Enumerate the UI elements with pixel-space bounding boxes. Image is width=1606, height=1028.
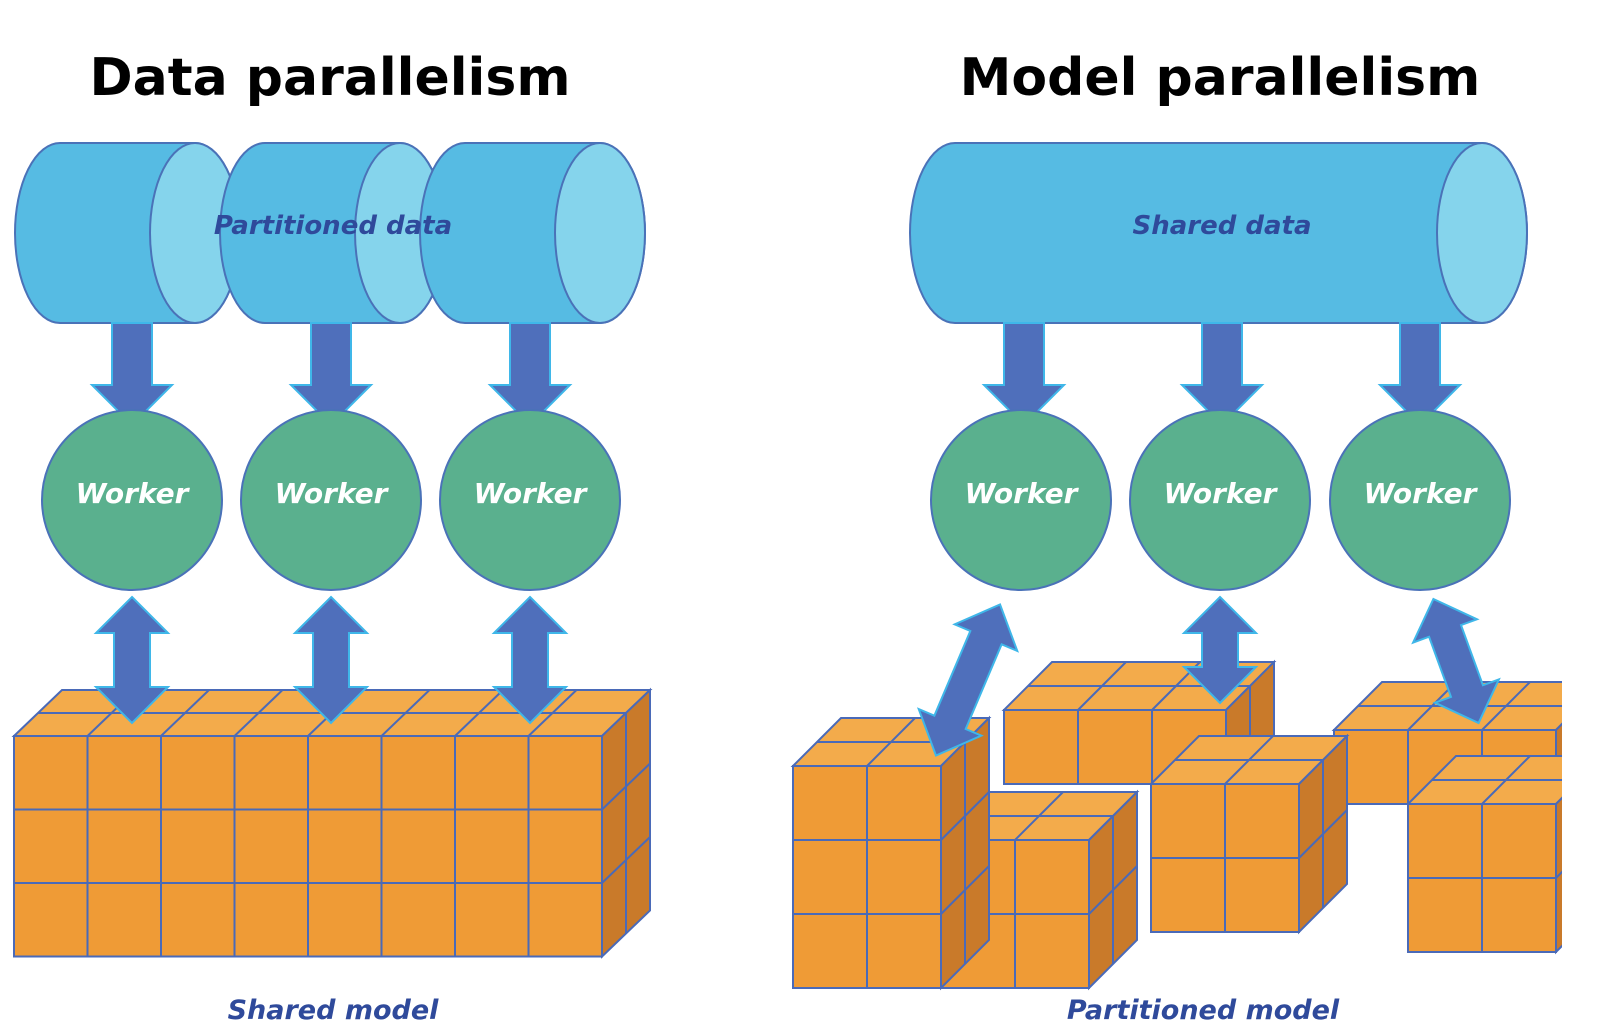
left-data-arrows (89, 322, 573, 427)
down-arrow (89, 322, 175, 427)
bidirectional-arrow (93, 595, 171, 725)
down-arrow (487, 322, 573, 427)
bidirectional-arrow (292, 595, 370, 725)
right-workers: Worker Worker Worker (930, 409, 1511, 591)
partitioned-model-caption: Partitioned model (1067, 995, 1340, 1026)
down-arrow (288, 322, 374, 427)
partitioned-model-blocks (790, 659, 1606, 991)
worker-label: Worker (474, 477, 589, 510)
cube-chunk (1148, 733, 1350, 935)
worker-node (240, 409, 422, 591)
model-parallelism-title: Model parallelism (960, 48, 1481, 108)
bidirectional-arrow (916, 603, 1020, 757)
left-model-arrows (93, 595, 569, 725)
down-arrow (1377, 322, 1463, 427)
down-arrow (1179, 322, 1265, 427)
worker-label: Worker (76, 477, 191, 510)
data-partition-cylinder (419, 142, 646, 324)
data-partition-cylinder (14, 142, 241, 324)
shared-data-label: Shared data (1132, 211, 1311, 241)
edge-mask (1562, 640, 1606, 960)
right-data-arrows (981, 322, 1463, 427)
bidirectional-arrow (1181, 595, 1259, 705)
worker-label: Worker (1164, 477, 1279, 510)
partitioned-data-label: Partitioned data (214, 211, 452, 241)
worker-node (1129, 409, 1311, 591)
worker-node (930, 409, 1112, 591)
left-workers: Worker Worker Worker (41, 409, 621, 591)
bidirectional-arrow (491, 595, 569, 725)
worker-label: Worker (275, 477, 390, 510)
shared-data-cylinder (909, 142, 1528, 324)
worker-label: Worker (1364, 477, 1479, 510)
shared-model-block (11, 687, 653, 959)
shared-model-caption: Shared model (228, 995, 440, 1026)
partitioned-data-cylinders (14, 142, 646, 324)
cube-chunk (790, 715, 992, 991)
cube-chunk (11, 687, 653, 959)
worker-label: Worker (965, 477, 1080, 510)
right-model-arrows (916, 595, 1501, 757)
data-partition-cylinder (219, 142, 446, 324)
bidirectional-arrow (1411, 597, 1501, 725)
data-parallelism-title: Data parallelism (89, 48, 570, 108)
worker-node (41, 409, 223, 591)
worker-node (1329, 409, 1511, 591)
down-arrow (981, 322, 1067, 427)
worker-node (439, 409, 621, 591)
